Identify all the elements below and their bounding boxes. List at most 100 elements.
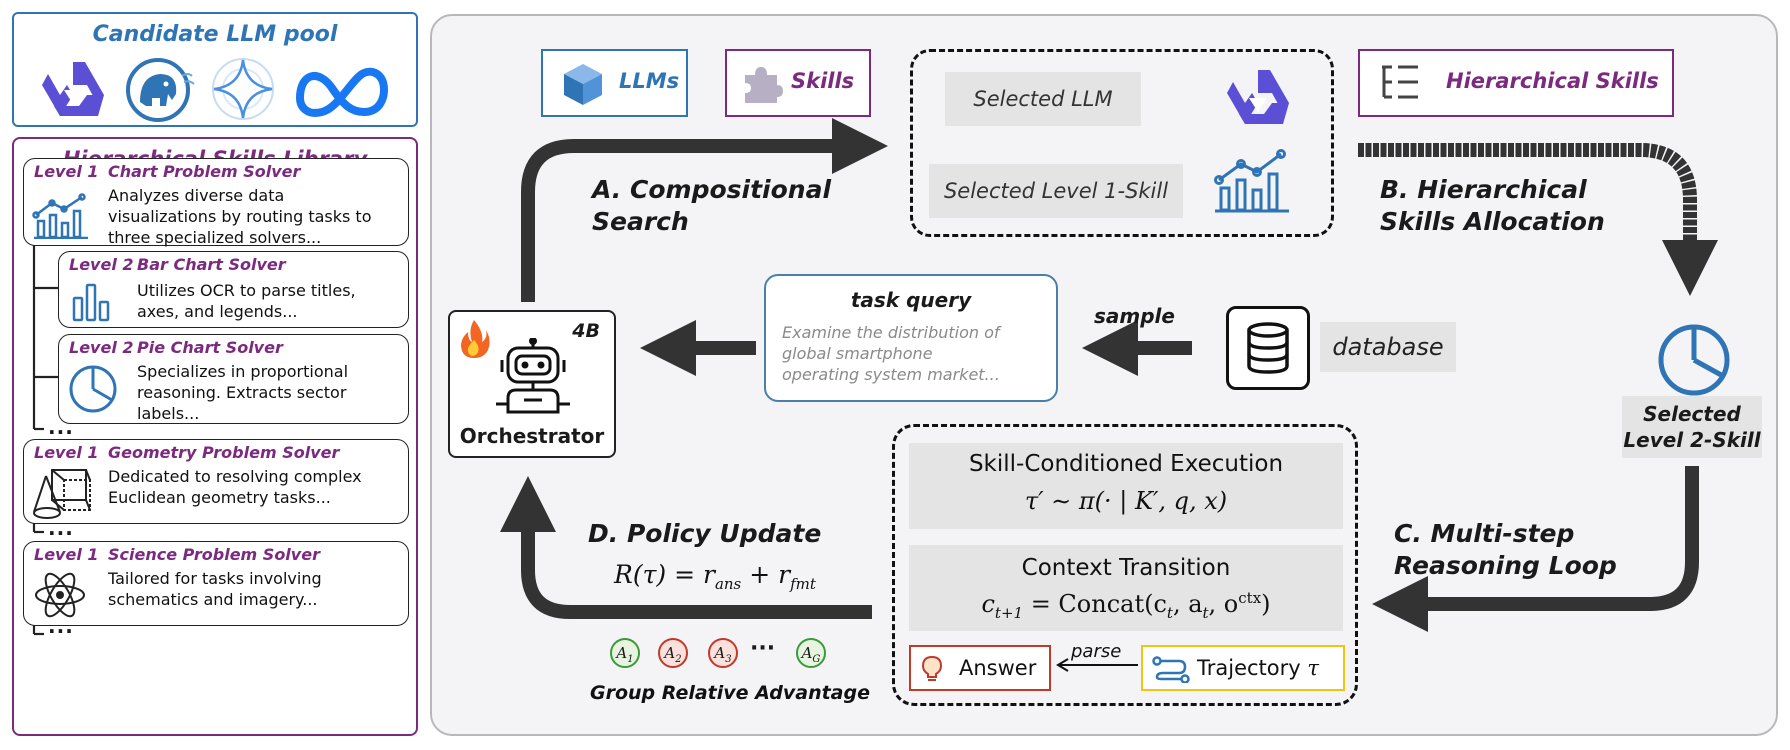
answer-box[interactable]: Answer [909,645,1051,691]
skill-card-science-problem-solver[interactable]: Level 1 Science Problem Solver Tailored … [23,541,409,626]
cube-icon [564,64,602,105]
formula-close: ) [1261,590,1271,618]
card-desc-line: reasoning. Extracts sector [137,383,347,402]
adv-letter: A [801,644,813,662]
task-query-line: global smartphone [782,344,933,363]
step-b-label: B. Hierarchical Skills Allocation [1380,174,1605,238]
skill-card-bar-chart-solver[interactable]: Level 2 Bar Chart Solver Utilizes OCR to… [58,251,409,328]
card-desc-line: Specializes in proportional [137,362,349,381]
formula-sub: t [1202,603,1209,622]
card-desc-line: Analyzes diverse data [108,186,285,205]
reward-sub-fmt: fmt [790,575,816,593]
formula-sub: t [1166,603,1173,622]
bar-chart-icon [72,283,110,322]
legend-llms-tag: LLMs [541,49,688,117]
execution-loop-box: Skill-Conditioned Execution τ′ ∼ π(· | K… [892,424,1358,706]
puzzle-piece-icon [745,67,783,103]
skill-card-pie-chart-solver[interactable]: Level 2 Pie Chart Solver Specializes in … [58,334,409,424]
level2-line1: Selected [1643,402,1741,426]
card-desc-line: Tailored for tasks involving [108,569,322,588]
card-level: Level 2 [69,338,134,357]
tree-list-icon [1382,65,1418,99]
legend-llms-label: LLMs [619,69,680,93]
geometry-cube-cone-icon [33,469,91,519]
advantage-a2-badge: A2 [658,638,688,668]
card-level: Level 1 [34,545,99,564]
hierarchical-skills-library-panel: Hierarchical Skills Library Level 1 Char… [12,137,418,736]
legend-hierarchical-skills-label: Hierarchical Skills [1446,69,1659,93]
trajectory-text: Trajectory [1197,656,1301,680]
task-query-line: Examine the distribution of [782,323,1000,342]
llava-logo-icon [126,58,195,122]
step-b-line2: Skills Allocation [1380,207,1605,236]
trajectory-label: Trajectory τ [1197,656,1319,680]
advantage-ag-badge: AG [796,638,826,668]
database-box[interactable] [1226,306,1310,390]
line-chart-icon [1214,149,1289,213]
step-d-label: D. Policy Update [588,519,822,548]
route-path-icon [1152,656,1190,683]
adv-sub: 1 [627,654,634,665]
gemini-logo-icon [212,58,274,120]
step-a-label: A. Compositional Search [592,174,831,238]
line-chart-icon [32,193,88,239]
task-query-box[interactable]: task query Examine the distribution of g… [764,274,1058,402]
step-b-line1: B. Hierarchical [1380,175,1587,204]
parse-label: parse [1071,641,1122,662]
selected-llm-label: Selected LLM [945,72,1141,126]
model-size-label: 4B [572,320,600,342]
advantage-a3-badge: A3 [708,638,738,668]
formula-concat: = Concat(c [1023,590,1167,618]
formula-sup: ctx [1238,589,1262,607]
orchestrator-box[interactable]: 4B Orchestrator [448,310,616,458]
selection-box: Selected LLM Selected Level 1-Skill [910,49,1334,237]
card-desc-line: Euclidean geometry tasks... [108,488,331,507]
ellipsis: ... [48,415,74,439]
reward-lhs: R(τ) = r [614,560,715,589]
database-label: database [1320,322,1456,372]
trajectory-box[interactable]: Trajectory τ [1141,645,1345,691]
formula-a: , a [1172,590,1203,618]
advantage-a1-badge: A1 [610,638,640,668]
orchestrator-label: Orchestrator [459,424,605,448]
card-desc-line: labels... [137,404,200,423]
step-c-line2: Reasoning Loop [1394,551,1617,580]
selected-level1-skill-label: Selected Level 1-Skill [929,164,1183,218]
robot-icon [496,338,570,414]
card-name: Pie Chart Solver [137,338,283,357]
card-name: Bar Chart Solver [137,255,286,274]
advantage-ellipsis: ··· [750,636,776,661]
task-query-line: operating system market... [782,365,1000,384]
pie-chart-icon [1658,324,1730,396]
database-icon [1247,322,1289,374]
skill-card-chart-problem-solver[interactable]: Level 1 Chart Problem Solver Analyzes di… [23,158,409,247]
sample-label: sample [1094,304,1175,328]
context-transition-panel: Context Transition ct+1 = Concat(ct, at,… [909,545,1343,631]
card-desc-line: visualizations by routing tasks to [108,207,372,226]
card-name: Chart Problem Solver [108,162,301,181]
pie-chart-icon [69,365,117,413]
card-level: Level 2 [69,255,134,274]
lightbulb-icon [921,655,943,681]
step-c-line1: C. Multi-step [1394,519,1575,548]
step-a-line1: A. Compositional [592,175,832,204]
skill-card-geometry-problem-solver[interactable]: Level 1 Geometry Problem Solver Dedicate… [23,439,409,524]
card-name: Geometry Problem Solver [108,443,340,462]
answer-label: Answer [959,656,1037,680]
card-desc-line: axes, and legends... [137,302,298,321]
ellipsis: ... [48,614,74,638]
reward-sub-ans: ans [714,575,742,593]
formula-c: c [981,590,995,618]
legend-skills-label: Skills [791,69,855,93]
atom-icon [35,572,85,618]
selected-level2-skill-label: Selected Level 2-Skill [1622,396,1762,458]
reward-plus: + r [741,560,791,589]
formula-sub: t+1 [994,603,1024,622]
card-desc-line: schematics and imagery... [108,590,318,609]
candidate-llm-pool-panel: Candidate LLM pool [12,12,418,127]
trajectory-symbol: τ [1307,656,1319,680]
execution-title: Skill-Conditioned Execution [968,451,1284,477]
execution-formula: τ′ ∼ π(· | K′, q, x) [1024,487,1228,515]
transition-title: Context Transition [1021,555,1231,581]
